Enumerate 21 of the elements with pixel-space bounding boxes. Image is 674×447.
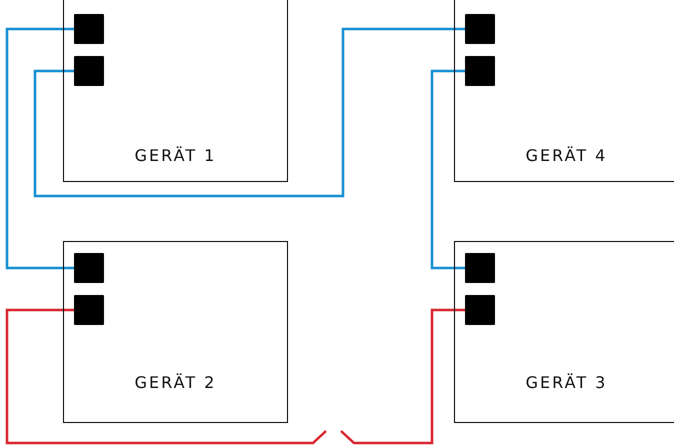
port-square — [74, 14, 104, 44]
device-label: GERÄT 2 — [134, 373, 216, 392]
port-square — [464, 252, 494, 282]
port-square — [74, 252, 104, 282]
device-label: GERÄT 3 — [526, 373, 608, 392]
port-square — [464, 56, 494, 86]
device-box — [63, 0, 288, 182]
port-square — [74, 294, 104, 324]
device-box — [454, 0, 674, 182]
device-label: GERÄT 4 — [526, 146, 608, 165]
device-label: GERÄT 1 — [134, 146, 216, 165]
cable — [6, 28, 74, 270]
device-box — [63, 241, 288, 423]
cable — [34, 28, 465, 198]
cable — [6, 308, 327, 444]
port-square — [464, 14, 494, 44]
port-square — [74, 56, 104, 86]
cable — [430, 70, 465, 270]
device-box — [454, 241, 674, 423]
cable — [340, 308, 465, 444]
port-square — [464, 294, 494, 324]
